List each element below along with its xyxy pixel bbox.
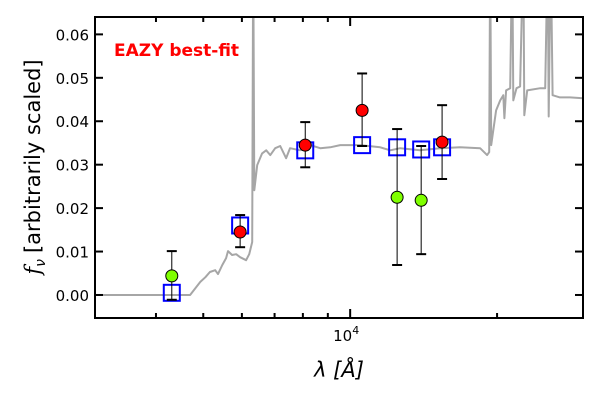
observed-point [390, 128, 404, 267]
data-point-marker [414, 193, 428, 207]
x-tick-label-exponent: 4 [352, 324, 359, 337]
y-axis-label-subscript: ν [33, 259, 49, 267]
observed-point [298, 121, 312, 169]
y-tick-label: 0.05 [56, 70, 89, 88]
y-tick-label: 0.00 [56, 287, 89, 305]
y-tick-label: 0.04 [56, 113, 89, 131]
y-tick-label: 0.01 [56, 244, 89, 262]
data-point-marker [390, 190, 404, 204]
data-point-marker [165, 269, 179, 283]
plot-frame [94, 16, 584, 319]
y-axis-label-symbol: f [21, 264, 45, 277]
spectrum-line [95, 17, 583, 296]
observed-point [233, 214, 247, 249]
data-point-marker [298, 138, 312, 152]
x-axis-label: λ [Å] [313, 356, 364, 382]
observed-point [355, 72, 369, 147]
x-tick-label: 104 [333, 324, 359, 345]
y-tick-label: 0.02 [56, 200, 89, 218]
annotation-label: EAZY best-fit [114, 41, 239, 61]
y-tick-label: 0.03 [56, 157, 89, 175]
y-axis-label-text: [arbitrarily scaled] [21, 59, 45, 253]
x-tick-label-base: 10 [333, 327, 352, 345]
observed-point [414, 145, 428, 256]
data-point-marker [233, 225, 247, 239]
observed-point [165, 250, 179, 301]
data-point-marker [435, 135, 449, 149]
y-axis-label: fν [arbitrarily scaled] [21, 59, 49, 276]
y-tick-label: 0.06 [56, 26, 89, 44]
data-point-marker [355, 103, 369, 117]
observed-point [435, 104, 449, 181]
